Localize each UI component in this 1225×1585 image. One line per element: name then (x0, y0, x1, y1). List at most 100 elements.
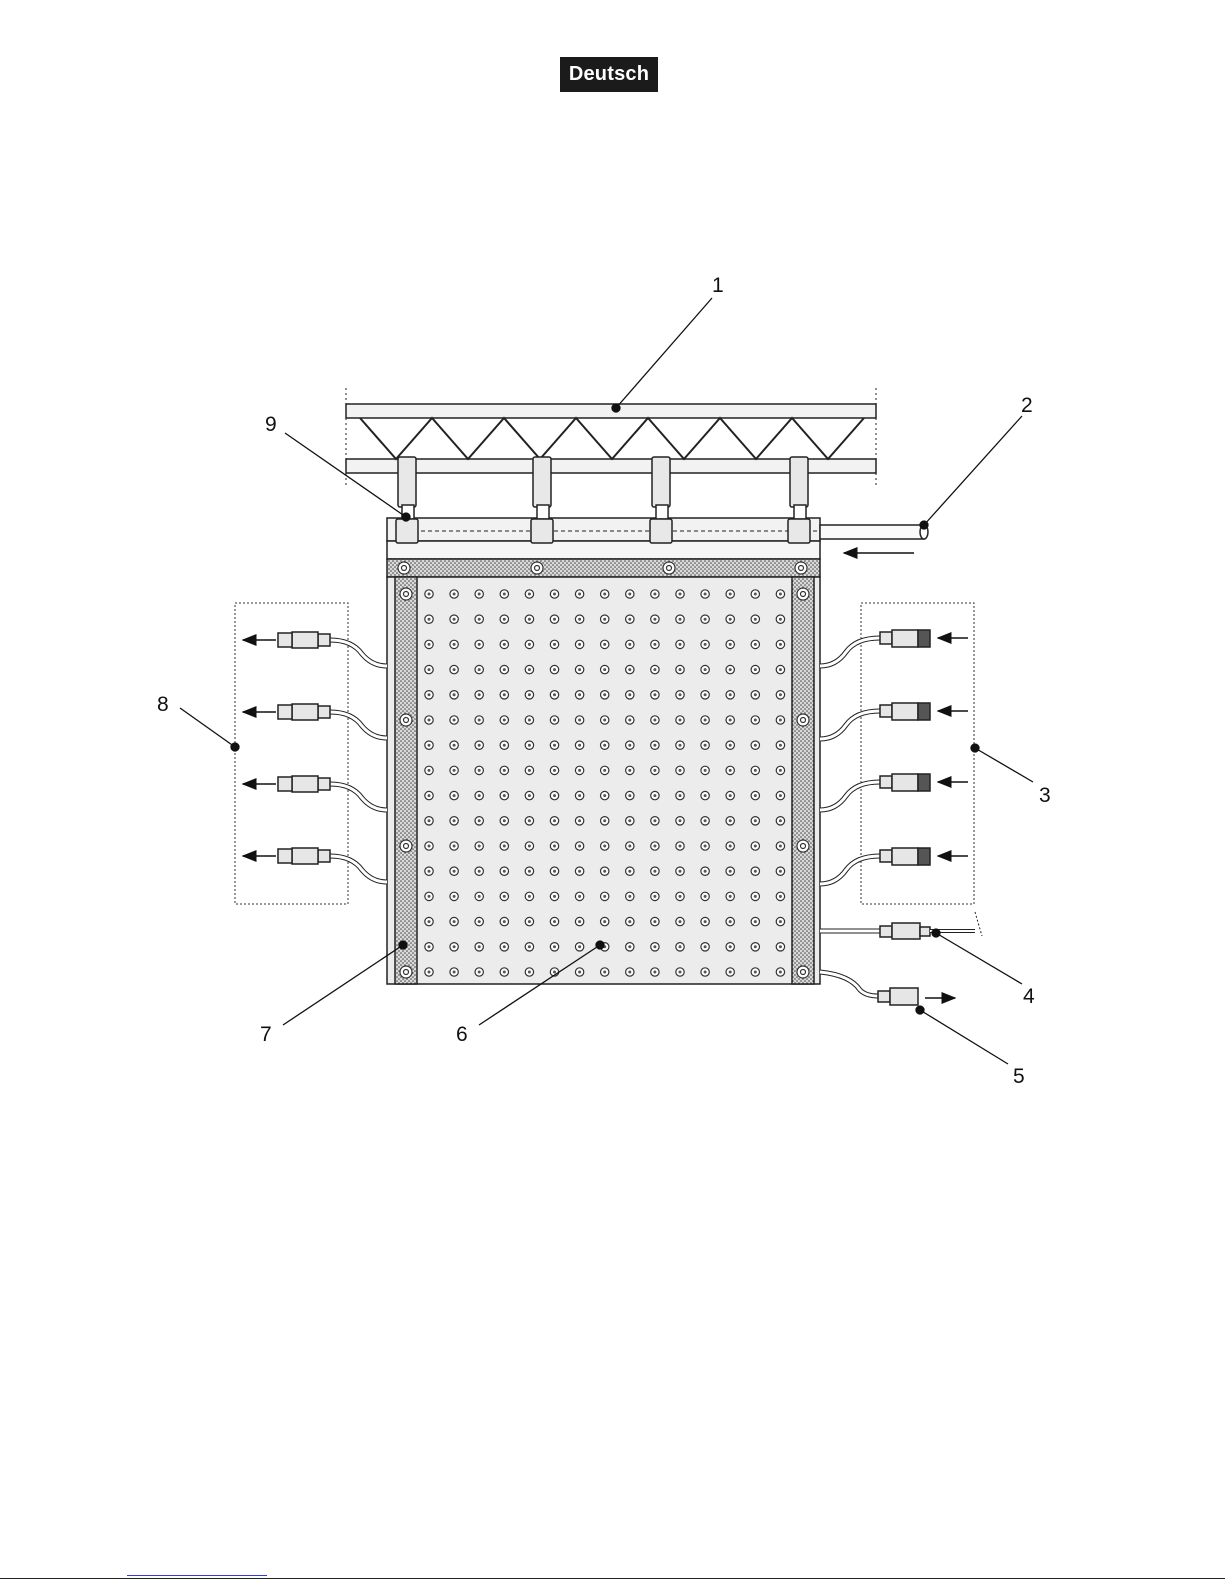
led (475, 917, 483, 925)
input-connector (820, 848, 968, 884)
left-connector-group (235, 603, 387, 904)
led (425, 842, 433, 850)
led (475, 640, 483, 648)
led (776, 766, 784, 774)
led (751, 943, 759, 951)
led (500, 691, 508, 699)
led (776, 640, 784, 648)
led (701, 615, 709, 623)
led (500, 943, 508, 951)
led (751, 716, 759, 724)
output-connector (243, 776, 387, 810)
led (651, 867, 659, 875)
led (525, 968, 533, 976)
led (500, 766, 508, 774)
callout-7: 7 (260, 1023, 272, 1046)
pipe (820, 525, 924, 539)
led (651, 766, 659, 774)
led (525, 791, 533, 799)
led (626, 741, 634, 749)
led (575, 716, 583, 724)
led (475, 766, 483, 774)
eyelet (400, 840, 412, 852)
led (701, 892, 709, 900)
led (500, 716, 508, 724)
led (500, 590, 508, 598)
led (475, 892, 483, 900)
led (500, 892, 508, 900)
led (450, 766, 458, 774)
led (525, 716, 533, 724)
led (500, 665, 508, 673)
footer-link-underline[interactable] (127, 1575, 267, 1576)
led (601, 691, 609, 699)
led (726, 615, 734, 623)
led (726, 665, 734, 673)
led (751, 640, 759, 648)
led (425, 766, 433, 774)
led (776, 943, 784, 951)
led (776, 817, 784, 825)
led (550, 766, 558, 774)
led (575, 741, 583, 749)
led (575, 640, 583, 648)
led (651, 716, 659, 724)
led (425, 791, 433, 799)
led (525, 615, 533, 623)
led (450, 842, 458, 850)
led (776, 867, 784, 875)
led (450, 665, 458, 673)
led (726, 691, 734, 699)
led (601, 615, 609, 623)
led (651, 842, 659, 850)
led (701, 691, 709, 699)
led (525, 766, 533, 774)
led (751, 615, 759, 623)
led (425, 892, 433, 900)
led (751, 867, 759, 875)
led (575, 917, 583, 925)
led (525, 842, 533, 850)
output-connector (243, 848, 387, 882)
led (751, 968, 759, 976)
led (425, 716, 433, 724)
led (525, 640, 533, 648)
led (475, 716, 483, 724)
led (651, 665, 659, 673)
led (550, 917, 558, 925)
led (726, 791, 734, 799)
callout-5: 5 (1013, 1065, 1025, 1088)
led (450, 892, 458, 900)
led (500, 741, 508, 749)
led (726, 766, 734, 774)
footer-rule (0, 1578, 1225, 1579)
led (475, 691, 483, 699)
led (601, 917, 609, 925)
led (676, 665, 684, 673)
led (701, 917, 709, 925)
led (525, 817, 533, 825)
led (776, 590, 784, 598)
led (701, 791, 709, 799)
led (701, 665, 709, 673)
led (751, 842, 759, 850)
led (601, 766, 609, 774)
eyelet (795, 562, 807, 574)
led (575, 665, 583, 673)
led (525, 665, 533, 673)
led (575, 968, 583, 976)
led (575, 817, 583, 825)
led (450, 968, 458, 976)
eyelet (400, 966, 412, 978)
callout-1: 1 (712, 274, 724, 297)
power-connectors (820, 912, 982, 1005)
led (550, 615, 558, 623)
led (651, 640, 659, 648)
led (776, 892, 784, 900)
led (726, 892, 734, 900)
led (500, 817, 508, 825)
led (550, 665, 558, 673)
callout-6: 6 (456, 1023, 468, 1046)
led (500, 640, 508, 648)
